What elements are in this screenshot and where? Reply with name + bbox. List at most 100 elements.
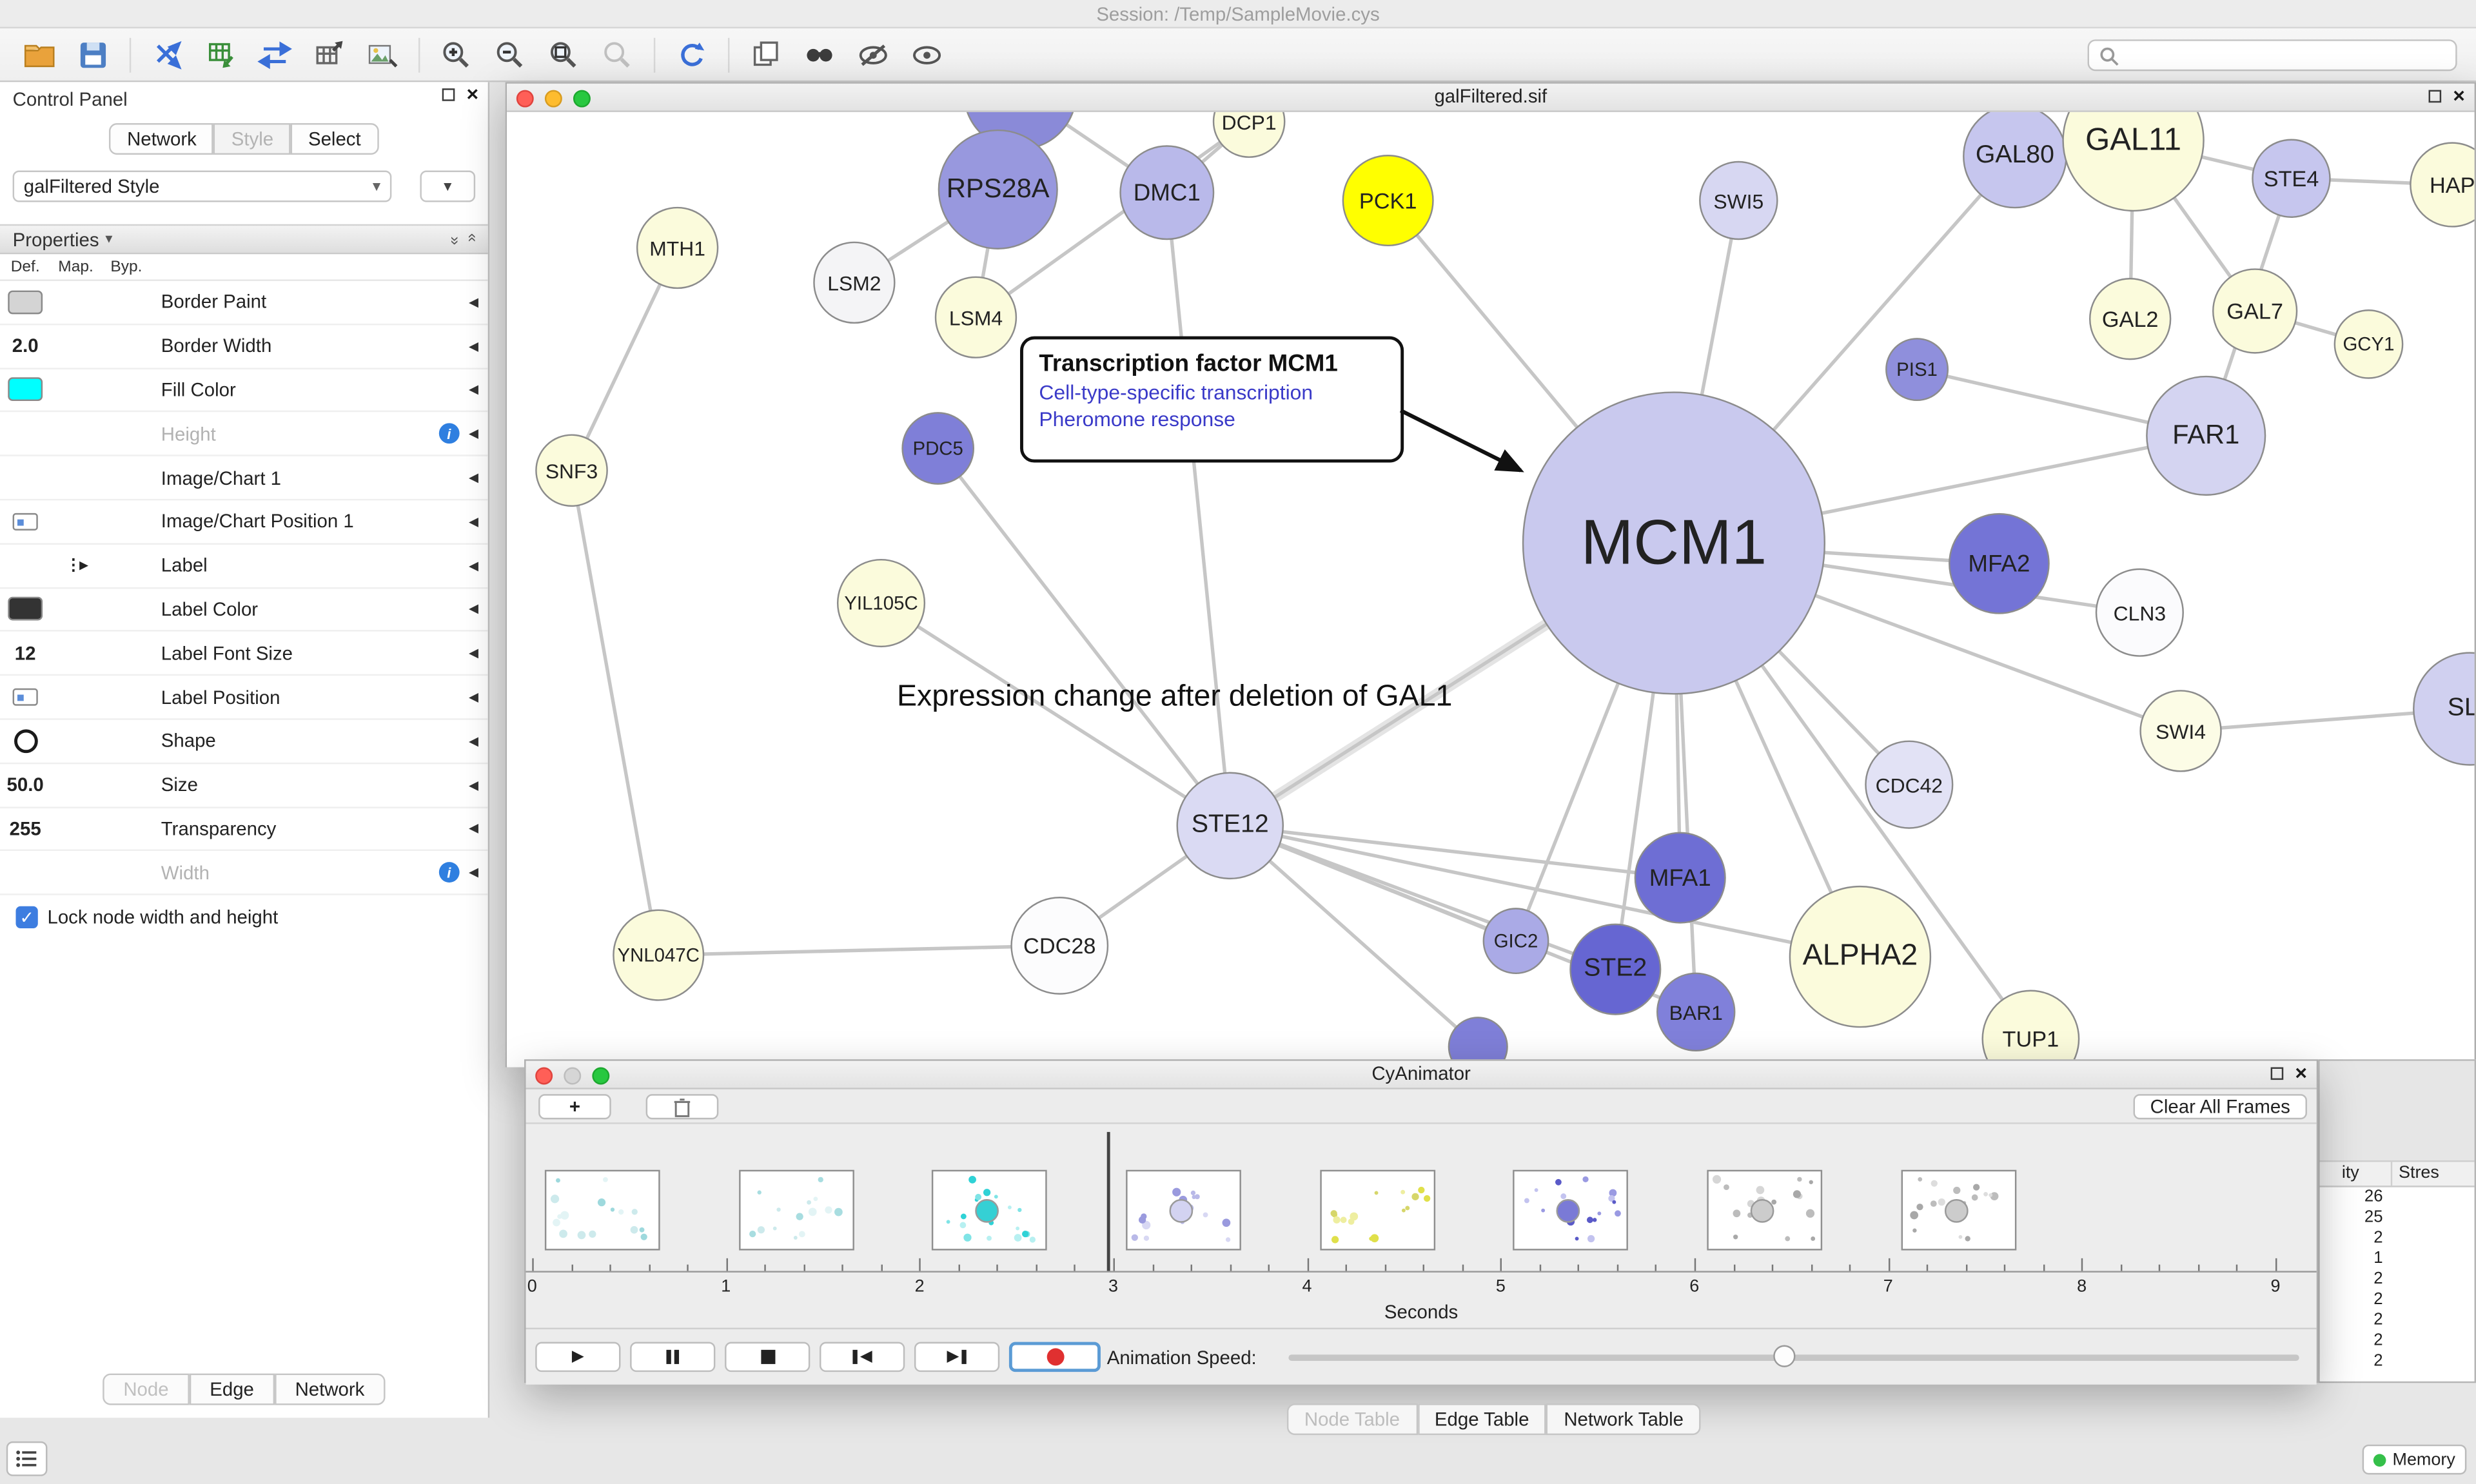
collapse-all-icon[interactable]: » [445, 236, 463, 242]
skip-forward-button[interactable]: ▶ [914, 1342, 1000, 1372]
expand-arrow-icon[interactable]: ◀ [468, 734, 479, 748]
property-row-shape[interactable]: Shape◀ [0, 720, 488, 764]
network-node-CLN3[interactable]: CLN3 [2095, 568, 2184, 657]
property-row-label-color[interactable]: Label Color◀ [0, 588, 488, 632]
table-row[interactable]: 1 [2320, 1249, 2475, 1269]
tab-network-style[interactable]: Network [274, 1373, 386, 1405]
speed-slider[interactable] [1288, 1345, 2299, 1367]
network-node-MFA2[interactable]: MFA2 [1949, 513, 2050, 614]
lock-size-row[interactable]: ✓ Lock node width and height [0, 895, 488, 929]
float-window-icon[interactable] [2429, 90, 2442, 103]
network-node-CDC28[interactable]: CDC28 [1010, 897, 1109, 995]
frame-thumbnail-2[interactable] [738, 1169, 854, 1251]
frame-thumbnail-6[interactable] [1513, 1169, 1629, 1251]
minimize-button[interactable] [564, 1067, 582, 1085]
tab-network[interactable]: Network [110, 123, 214, 155]
import-network-button[interactable] [144, 32, 191, 77]
expand-arrow-icon[interactable]: ◀ [468, 382, 479, 397]
timeline-playhead[interactable] [1107, 1131, 1110, 1271]
hide-selected-button[interactable] [850, 32, 897, 77]
tab-network-table[interactable]: Network Table [1546, 1403, 1701, 1436]
float-panel-icon[interactable] [442, 88, 456, 101]
network-edge[interactable] [1165, 192, 1232, 826]
checkbox-checked-icon[interactable]: ✓ [15, 906, 38, 929]
network-node-SWI4[interactable]: SWI4 [2139, 690, 2222, 772]
zoom-fit-button[interactable] [540, 32, 587, 77]
close-panel-icon[interactable]: × [466, 82, 479, 106]
default-value-cell[interactable] [0, 378, 50, 402]
annotation-link-1[interactable]: Cell-type-specific transcription [1039, 380, 1313, 404]
record-button[interactable] [1008, 1342, 1101, 1372]
network-node-GAL80[interactable]: GAL80 [1963, 112, 2067, 209]
network-node-HAP[interactable]: HAP [2410, 142, 2475, 228]
frame-thumbnail-3[interactable] [932, 1169, 1048, 1251]
tab-node-table[interactable]: Node Table [1286, 1403, 1417, 1436]
expand-arrow-icon[interactable]: ◀ [468, 470, 479, 485]
cyanimator-titlebar[interactable]: CyAnimator × [526, 1060, 2317, 1089]
default-value-cell[interactable] [0, 513, 50, 531]
network-node-STE4[interactable]: STE4 [2252, 139, 2331, 218]
network-window-titlebar[interactable]: galFiltered.sif × [507, 83, 2475, 112]
network-node-GAL2[interactable]: GAL2 [2089, 278, 2172, 360]
style-selector[interactable]: galFiltered Style ▾ [12, 170, 392, 202]
expand-arrow-icon[interactable]: ◀ [468, 690, 479, 705]
property-row-label-position[interactable]: Label Position◀ [0, 676, 488, 720]
duplicate-view-button[interactable] [742, 32, 789, 77]
default-value-cell[interactable] [0, 597, 50, 621]
add-frame-button[interactable]: + [538, 1094, 611, 1120]
float-window-icon[interactable] [2271, 1067, 2284, 1080]
expand-arrow-icon[interactable]: ◀ [468, 865, 479, 880]
skip-back-button[interactable]: ◀ [820, 1342, 905, 1372]
network-node-PIS1[interactable]: PIS1 [1885, 338, 1949, 402]
import-table-button[interactable] [197, 32, 244, 77]
open-session-button[interactable] [15, 32, 63, 77]
stop-button[interactable] [725, 1342, 811, 1372]
expand-arrow-icon[interactable]: ◀ [468, 426, 479, 441]
network-node-RPS28A[interactable]: RPS28A [938, 129, 1058, 249]
table-row[interactable]: 26 [2320, 1187, 2475, 1208]
tab-style[interactable]: Style [213, 123, 291, 155]
expand-arrow-icon[interactable]: ◀ [468, 602, 479, 617]
network-node-PDC5[interactable]: PDC5 [901, 412, 975, 485]
frame-thumbnail-4[interactable] [1126, 1169, 1241, 1251]
property-row-label[interactable]: ⋮▸Label◀ [0, 544, 488, 589]
property-row-fill-color[interactable]: Fill Color◀ [0, 369, 488, 413]
network-node-MFA1[interactable]: MFA1 [1634, 832, 1726, 924]
show-all-button[interactable] [903, 32, 950, 77]
zoom-in-button[interactable] [433, 32, 480, 77]
refresh-view-button[interactable] [668, 32, 715, 77]
network-edge[interactable] [569, 470, 660, 956]
close-window-icon[interactable]: × [2295, 1060, 2307, 1085]
network-edge[interactable] [1230, 824, 1861, 959]
expand-arrow-icon[interactable]: ◀ [468, 821, 479, 836]
network-node-ALPHA2[interactable]: ALPHA2 [1789, 885, 1932, 1028]
default-value-cell[interactable]: 2.0 [12, 335, 39, 357]
tab-node[interactable]: Node [103, 1373, 190, 1405]
memory-button[interactable]: Memory [2362, 1444, 2467, 1475]
close-button[interactable] [535, 1067, 553, 1085]
panel-toggle-button[interactable] [6, 1441, 48, 1476]
network-file-button[interactable] [251, 32, 298, 77]
export-image-button[interactable] [359, 32, 406, 77]
table-row[interactable]: 2 [2320, 1269, 2475, 1290]
network-caption[interactable]: Expression change after deletion of GAL1 [897, 680, 1453, 714]
table-row[interactable]: 2 [2320, 1228, 2475, 1249]
default-value-cell[interactable] [0, 688, 50, 706]
property-row-border-paint[interactable]: Border Paint◀ [0, 281, 488, 325]
table-row[interactable]: 2 [2320, 1351, 2475, 1372]
zoom-button[interactable] [573, 90, 591, 108]
save-session-button[interactable] [70, 32, 117, 77]
property-row-image-chart-1[interactable]: Image/Chart 1◀ [0, 456, 488, 501]
network-node-FAR1[interactable]: FAR1 [2146, 375, 2266, 496]
speed-slider-thumb[interactable] [1773, 1345, 1795, 1367]
network-node-YIL105C[interactable]: YIL105C [836, 558, 926, 648]
frame-thumbnail-5[interactable] [1319, 1169, 1435, 1251]
network-node-SNF3[interactable]: SNF3 [535, 434, 608, 507]
network-node-CDC42[interactable]: CDC42 [1865, 740, 1954, 829]
network-node-bottom1[interactable] [1448, 1017, 1508, 1068]
